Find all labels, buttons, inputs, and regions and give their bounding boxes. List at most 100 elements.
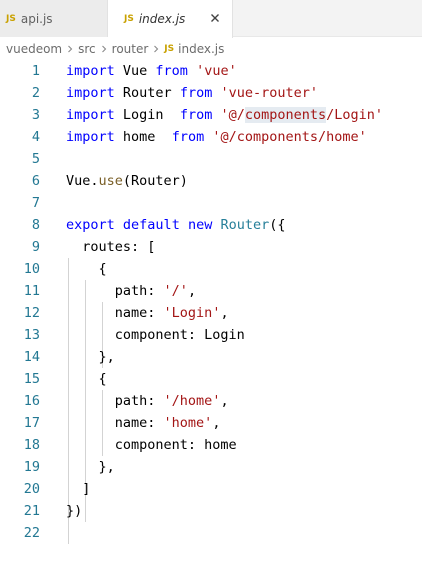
line-number: 18 [23,437,40,453]
code-token: ({ [269,217,286,233]
code-token: }, [66,349,115,365]
code-token: 'Login' [163,305,221,321]
line-number: 21 [23,503,40,519]
code-text: component: home [66,434,237,456]
code-line[interactable]: 16 path: '/home', [0,390,422,412]
code-token: '/' [163,283,188,299]
code-token: import [66,129,115,145]
line-number: 20 [23,481,40,497]
breadcrumb-item-file[interactable]: index.js [178,42,225,56]
code-token: components [244,107,327,123]
code-token: { [66,261,107,277]
js-file-icon: JS [124,14,134,24]
code-text: component: Login [66,324,245,346]
code-token: { [66,371,107,387]
code-text: name: 'Login', [66,302,229,324]
line-number: 12 [23,305,40,321]
code-line[interactable]: 19 }, [0,456,422,478]
line-number: 19 [23,459,40,475]
code-token: 'vue-router' [220,85,319,101]
line-number: 10 [23,261,40,277]
code-text: }) [66,500,82,522]
breadcrumb-item-router[interactable]: router [111,42,149,56]
code-text: }, [66,346,115,368]
code-line[interactable]: 12 name: 'Login', [0,302,422,324]
breadcrumb: vuedeom src router JS index.js [0,38,422,60]
chevron-right-icon [154,45,159,53]
code-text: import home from '@/components/home' [66,126,367,148]
code-token: import [66,63,115,79]
code-token: Router [220,217,270,233]
indent-guide [102,390,103,456]
line-number: 11 [23,283,40,299]
code-token [188,63,196,79]
code-token: Router [114,85,180,101]
breadcrumb-item-vuedeom[interactable]: vuedeom [6,42,63,56]
code-token: Vue. [66,173,99,189]
code-token: '@/ [220,107,245,123]
code-line[interactable]: 11 path: '/', [0,280,422,302]
code-text: Vue.use(Router) [66,170,188,192]
indent-guide [102,302,103,368]
tab-api-js[interactable]: JS api.js [0,0,108,37]
code-token: name: [66,305,164,321]
code-line[interactable]: 22 [0,522,422,544]
code-token: , [212,415,221,431]
code-token: import [66,85,115,101]
chevron-right-icon [101,45,106,53]
code-line[interactable]: 15 { [0,368,422,390]
js-file-icon: JS [164,44,175,54]
code-line[interactable]: 20 ] [0,478,422,500]
line-number: 14 [23,349,40,365]
js-file-icon: JS [6,13,16,24]
code-token: new [187,217,213,233]
code-line[interactable]: 14 }, [0,346,422,368]
line-number: 22 [23,525,40,541]
code-token: path: [66,283,164,299]
code-token: '@/components/home' [212,129,367,145]
code-token: Vue [114,63,156,79]
code-token: default [122,217,180,233]
code-line[interactable]: 17 name: 'home', [0,412,422,434]
code-token: 'vue' [196,63,237,79]
code-text: ] [66,478,90,500]
breadcrumb-item-src[interactable]: src [78,42,96,56]
code-text: export default new Router({ [66,214,286,236]
code-text: path: '/', [66,280,196,302]
code-line[interactable]: 13 component: Login [0,324,422,346]
tab-index-js[interactable]: JS index.js [108,0,233,38]
code-token [212,217,220,233]
code-text: path: '/home', [66,390,229,412]
tab-label: api.js [20,11,53,26]
line-number: 17 [23,415,40,431]
code-line[interactable]: 21}) [0,500,422,522]
code-token: path: [66,393,164,409]
code-text: import Login from '@/components/Login' [66,104,383,126]
code-token: }) [66,503,83,519]
indent-guide [85,280,86,522]
line-number: 2 [31,85,40,101]
line-number: 16 [23,393,40,409]
code-line[interactable]: 9 routes: [ [0,236,422,258]
close-icon[interactable] [208,11,222,25]
code-line[interactable]: 18 component: home [0,434,422,456]
tab-label: index.js [138,12,186,26]
code-token: , [220,393,229,409]
code-line[interactable]: 5 [0,148,422,170]
code-token: export [66,217,115,233]
code-line[interactable]: 6 Vue.use(Router) [0,170,422,192]
line-number: 13 [23,327,40,343]
code-token: ] [66,481,91,497]
code-token: '/home' [163,393,221,409]
line-number: 5 [31,151,40,167]
code-line[interactable]: 10 { [0,258,422,280]
code-line[interactable]: 7 [0,192,422,214]
line-number: 6 [31,173,40,189]
code-text: }, [66,456,115,478]
